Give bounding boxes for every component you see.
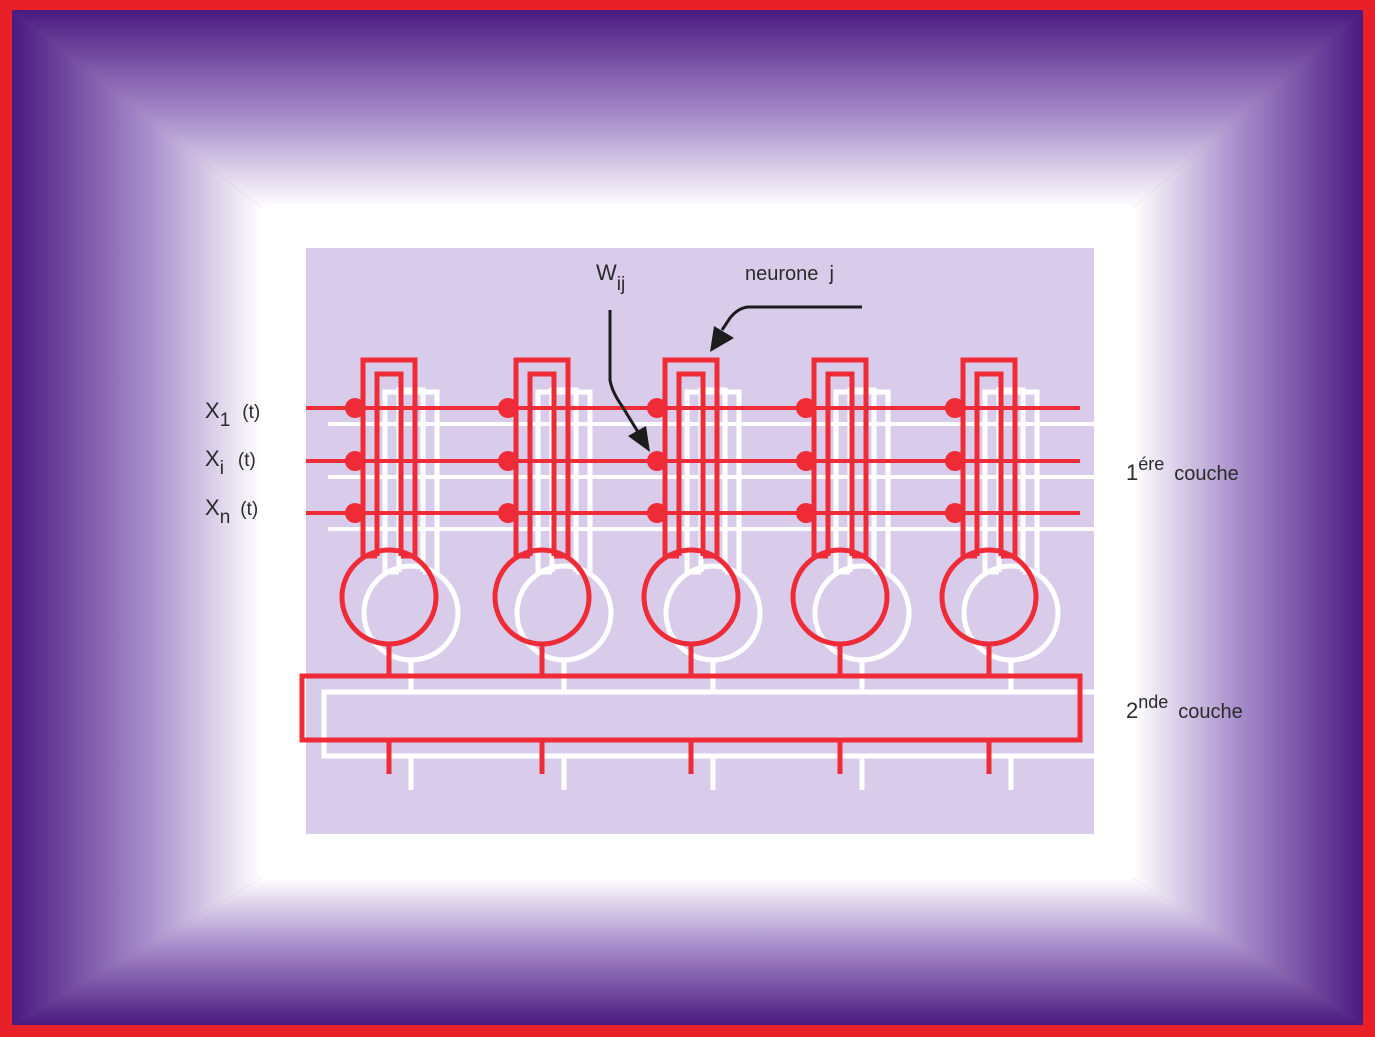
layer1-number: 1 [1126, 460, 1138, 485]
synapse-n4-r2 [796, 451, 816, 471]
weight-label: Wij [596, 260, 625, 295]
neuron-label: neurone j [745, 263, 834, 285]
input-n-subscript: n [220, 507, 231, 528]
synapse-layer [345, 398, 965, 523]
neuron-4-dendrite-inner [825, 371, 855, 556]
layer1-superscript: ére [1138, 454, 1164, 474]
synapse-n4-r1 [796, 398, 816, 418]
input-1-var: X [205, 398, 220, 423]
synapse-n3-r3 [647, 503, 667, 523]
layer2-box-shadow [321, 689, 1105, 759]
input-label-n: Xn (t) [205, 495, 258, 528]
weight-pointer-arrow [608, 310, 650, 452]
layer2-word: couche [1178, 701, 1243, 723]
layer2-box [299, 673, 1083, 743]
input-1-arg: (t) [242, 402, 260, 423]
synapse-n1-r3 [345, 503, 365, 523]
input-label-i: Xi (t) [205, 446, 256, 479]
input-n-var: X [205, 495, 220, 520]
layer2-number: 2 [1126, 698, 1138, 723]
synapse-n3-r1 [647, 398, 667, 418]
synapse-n2-r3 [498, 503, 518, 523]
synapse-n3-r2 [647, 451, 667, 471]
synapse-n2-r1 [498, 398, 518, 418]
frame-bevel-top [12, 10, 1363, 208]
input-1-subscript: 1 [220, 410, 231, 431]
synapse-n4-r3 [796, 503, 816, 523]
neuron-pointer-arrow [710, 305, 862, 352]
frame-bevel-left [12, 10, 262, 1025]
input-label-1: X1 (t) [205, 398, 260, 431]
input-i-subscript: i [220, 458, 224, 479]
synapse-n5-r3 [945, 503, 965, 523]
neuron-2-dendrite-inner [527, 371, 557, 556]
input-i-arg: (t) [238, 450, 256, 471]
frame-bevel-right [1133, 10, 1363, 1025]
input-i-var: X [205, 446, 220, 471]
frame-bevel-bottom [12, 878, 1363, 1025]
synapse-n5-r1 [945, 398, 965, 418]
input-n-arg: (t) [240, 499, 258, 520]
weight-subscript: ij [617, 274, 625, 295]
layer2-label: 2nde couche [1126, 692, 1243, 723]
layer1-word: couche [1174, 463, 1239, 485]
layer2-superscript: nde [1138, 692, 1168, 712]
neuron-3-dendrite-inner [676, 371, 706, 556]
weight-var: W [596, 260, 617, 285]
synapse-n5-r2 [945, 451, 965, 471]
synapse-n2-r2 [498, 451, 518, 471]
layer1-label: 1ére couche [1126, 454, 1239, 485]
synapse-n1-r1 [345, 398, 365, 418]
neuron-1-dendrite-inner [374, 371, 404, 556]
synapse-n1-r2 [345, 451, 365, 471]
neuron-5-dendrite-inner [974, 371, 1004, 556]
